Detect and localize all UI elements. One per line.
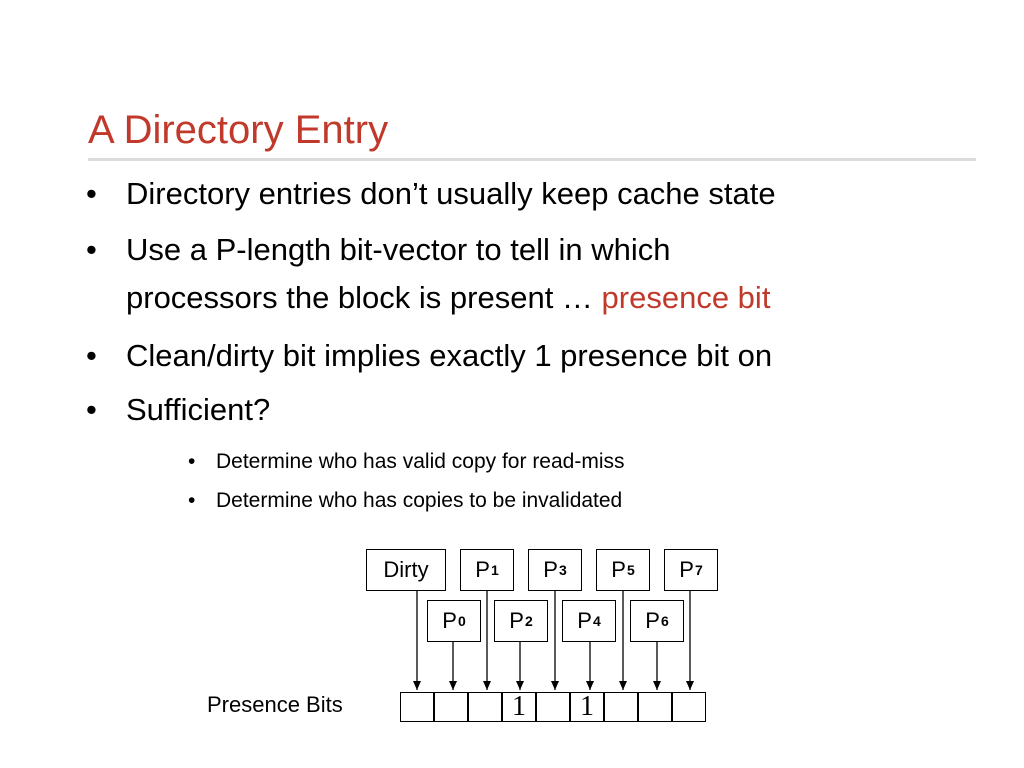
presence-bit-cell-p6 [638, 692, 672, 722]
presence-bit-cell-p5 [604, 692, 638, 722]
presence-bit-cell-p3 [536, 692, 570, 722]
dirty-box: Dirty [366, 549, 446, 591]
presence-bit-cell-p0 [434, 692, 468, 722]
sub-bullet-text: Determine who has copies to be invalidat… [216, 489, 623, 512]
slide-title: A Directory Entry [88, 108, 389, 152]
sub-bullet-text: Determine who has valid copy for read-mi… [216, 450, 625, 473]
presence-bits-label: Presence Bits [207, 692, 343, 717]
presence-bit-highlight: presence bit [601, 280, 771, 315]
bullet-dot: • [86, 232, 97, 267]
bullet-dot: • [86, 392, 97, 427]
bullet-dot: • [86, 176, 97, 211]
presence-bit-cell-p4: 1 [570, 691, 604, 722]
presence-bit-cell-p1 [468, 692, 502, 722]
sub-bullet-dot: • [188, 489, 196, 512]
presence-bit-cell-dirty [400, 692, 434, 722]
bullet-dot: • [86, 338, 97, 373]
bullet-text-line-1: Use a P-length bit-vector to tell in whi… [126, 232, 671, 267]
bullet-text: Sufficient? [126, 392, 271, 427]
bullet-text: Directory entries don’t usually keep cac… [126, 176, 776, 211]
sub-bullet-dot: • [188, 450, 196, 473]
title-underline [88, 158, 976, 161]
presence-bit-cell-p7 [672, 692, 706, 722]
bullet-text: Clean/dirty bit implies exactly 1 presen… [126, 338, 773, 373]
presence-bit-cell-p2: 1 [502, 691, 536, 722]
bullet-text-plain: processors the block is present … [126, 280, 602, 315]
bullet-text-line-2: processors the block is present … presen… [126, 280, 770, 316]
